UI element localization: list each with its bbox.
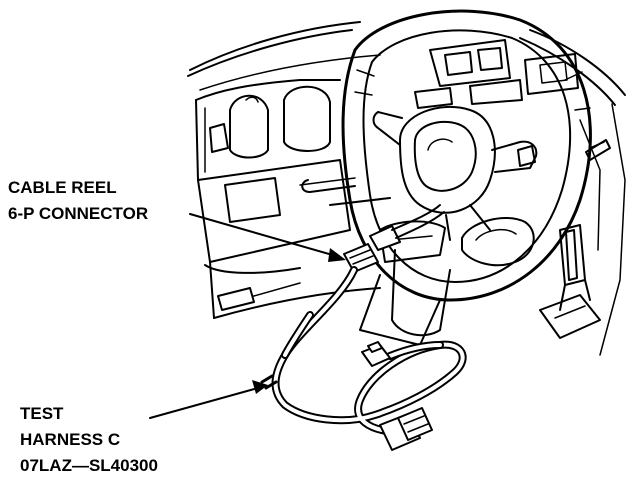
- shifter: [539, 224, 601, 339]
- test-harness-cable: [260, 266, 467, 451]
- steering-wheel: [341, 9, 592, 302]
- leader-lines: [149, 213, 346, 419]
- dashboard: [187, 21, 626, 356]
- steering-column: [299, 177, 451, 346]
- cable-reel-connector: [343, 204, 445, 273]
- test-harness-label-line-1: TEST: [20, 404, 64, 423]
- cable-reel-label-line-2: 6-P CONNECTOR: [8, 204, 148, 223]
- cable-reel-label-line-1: CABLE REEL: [8, 178, 117, 197]
- test-harness-label: TEST HARNESS C 07LAZ—SL40300: [20, 404, 158, 475]
- test-harness-label-line-2: HARNESS C: [20, 430, 120, 449]
- cable-reel-label: CABLE REEL 6-P CONNECTOR: [8, 178, 148, 223]
- test-harness-label-line-3: 07LAZ—SL40300: [20, 456, 158, 475]
